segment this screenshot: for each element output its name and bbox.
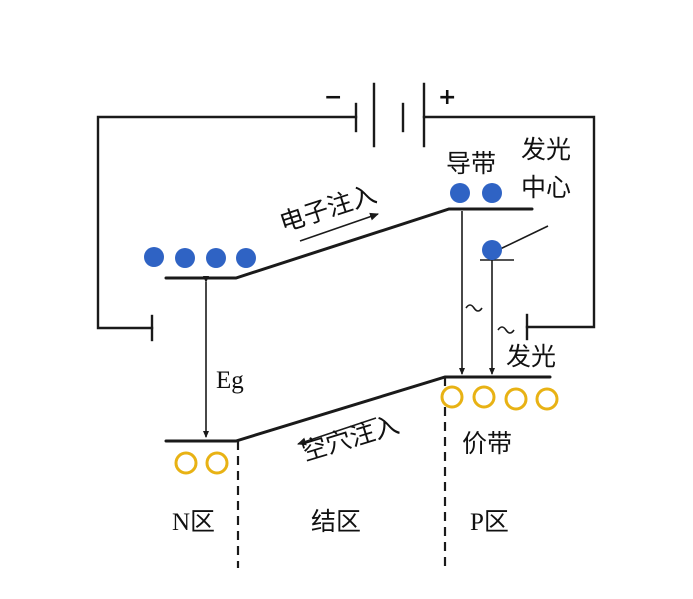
electron xyxy=(175,248,195,268)
valence-band-label: 价带 xyxy=(462,429,512,458)
valence-band-edge xyxy=(164,375,552,443)
emission-center-label-line1: 发光 xyxy=(521,135,571,164)
hole xyxy=(472,385,496,409)
electron xyxy=(450,183,470,203)
conduction-band-label: 导带 xyxy=(446,149,496,178)
hole xyxy=(205,451,229,475)
battery-minus-sign: − xyxy=(324,85,342,110)
battery-symbol: − + xyxy=(324,82,456,148)
energy-gap-label: Eg xyxy=(216,367,244,394)
hole xyxy=(504,387,528,411)
electron xyxy=(482,240,502,260)
energy-bands xyxy=(164,207,552,443)
electron xyxy=(236,248,256,268)
electron-injection-label: 电子注入 xyxy=(276,179,380,237)
battery-plus-sign: + xyxy=(438,85,456,110)
emission-center-label-line2: 中心 xyxy=(521,173,571,202)
photon-squiggle-2 xyxy=(497,326,515,334)
holes xyxy=(174,385,559,475)
hole xyxy=(440,385,464,409)
electron xyxy=(482,183,502,203)
junction-region-label: 结区 xyxy=(311,507,361,536)
electrons xyxy=(144,183,502,268)
hole-injection-arrow xyxy=(297,417,377,446)
emission-center-pointer xyxy=(497,225,549,251)
electron-injection-arrow xyxy=(299,212,379,242)
hole xyxy=(174,451,198,475)
hole xyxy=(535,387,559,411)
circuit-wire-left xyxy=(96,115,358,330)
electron xyxy=(144,247,164,267)
photon-squiggle-1 xyxy=(465,304,483,312)
conduction-band-edge xyxy=(164,207,534,280)
emission-label: 发光 xyxy=(506,342,556,371)
circuit-wire-right xyxy=(422,115,596,329)
n-region-label: N区 xyxy=(172,509,215,536)
electron xyxy=(206,248,226,268)
p-region-label: P区 xyxy=(470,509,509,536)
external-circuit xyxy=(96,115,596,342)
